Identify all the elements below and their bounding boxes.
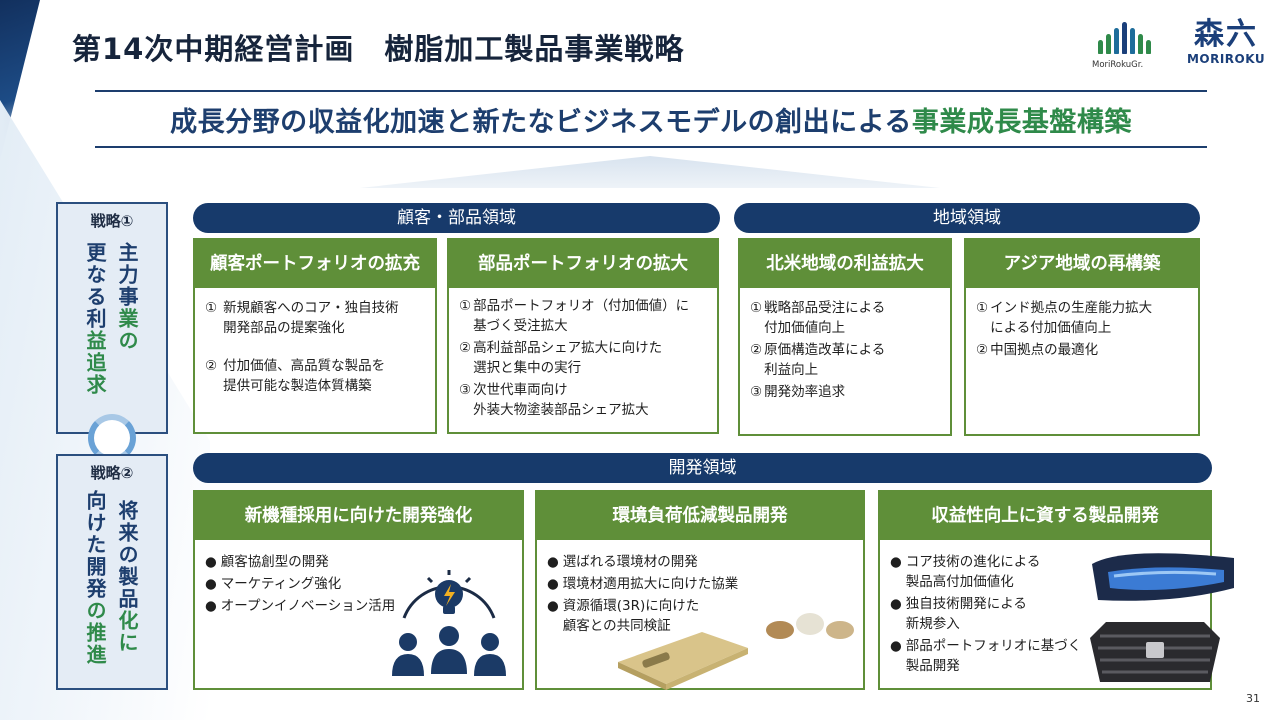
logo-group-text: MoriRokuGr. xyxy=(1092,60,1144,70)
dashboard-part-image xyxy=(1092,553,1234,601)
card-title: 北米地域の利益拡大 xyxy=(740,240,950,288)
morirokugr-logo: MoriRokuGr. xyxy=(1092,18,1160,72)
strategy-1-box: 戦略① 主力事業の 更なる利益追求 xyxy=(56,202,168,434)
card-title: 部品ポートフォリオの拡大 xyxy=(449,240,717,288)
logo-roman: MORIROKU xyxy=(1186,52,1266,66)
funnel-wedge xyxy=(360,156,940,188)
card-title: 収益性向上に資する製品開発 xyxy=(880,492,1210,540)
list-item: ●顧客協創型の開発 xyxy=(205,554,329,570)
moriroku-logo: 森六 MORIROKU xyxy=(1184,18,1268,74)
headline-accent: 事業成長基盤構築 xyxy=(911,107,1132,138)
card-title: 顧客ポートフォリオの拡充 xyxy=(195,240,435,288)
headline-rule-bottom xyxy=(95,146,1207,148)
card-title: 新機種採用に向けた開発強化 xyxy=(195,492,522,540)
team-idea-icon xyxy=(392,570,506,676)
strategy-2-col-right: 将来の製品化に xyxy=(115,500,139,654)
page-number: 31 xyxy=(1246,692,1260,705)
strategy-2-label: 戦略② xyxy=(90,464,134,482)
material-pellets-image xyxy=(766,613,854,639)
card-title: 環境負荷低減製品開発 xyxy=(537,492,863,540)
card-body: ●選ばれる環境材の開発 ●環境材適用拡大に向けた協業 ●資源循環(3R)に向けた… xyxy=(537,540,863,636)
headline: 成長分野の収益化加速と新たなビジネスモデルの創出による事業成長基盤構築 xyxy=(95,100,1207,139)
list-item: ●マーケティング強化 xyxy=(205,576,342,592)
logo-kanji: 森六 xyxy=(1194,17,1258,52)
headline-main: 成長分野の収益化加速と新たなビジネスモデルの創出による xyxy=(170,107,912,138)
strategy-2-box: 戦略② 将来の製品化に 向けた開発の推進 xyxy=(56,454,168,690)
list-item: ●オープンイノベーション活用 xyxy=(205,598,396,614)
list-item: ●選ばれる環境材の開発 xyxy=(547,554,698,570)
card-body: ●顧客協創型の開発 ●マーケティング強化 ●オープンイノベーション活用 xyxy=(195,540,522,616)
list-item: ●独自技術開発による 新規参入 xyxy=(890,596,1027,632)
strategy-1-col-left: 更なる利益追求 xyxy=(83,242,107,396)
front-grille-image xyxy=(1090,622,1220,682)
list-item: ●コア技術の進化による 製品高付加価値化 xyxy=(890,554,1041,590)
card-title: アジア地域の再構築 xyxy=(966,240,1198,288)
list-item: ●資源循環(3R)に向けた 顧客との共同検証 xyxy=(547,598,700,634)
headline-rule-top xyxy=(95,90,1207,92)
strategy-2-col-left: 向けた開発の推進 xyxy=(83,490,107,666)
strategy-1-col-right: 主力事業の xyxy=(115,242,139,352)
section-customer-parts: 顧客・部品領域 xyxy=(193,203,720,233)
card-body: ●コア技術の進化による 製品高付加価値化 ●独自技術開発による 新規参入 ●部品… xyxy=(880,540,1210,676)
list-item: ●部品ポートフォリオに基づく 製品開発 xyxy=(890,638,1082,674)
section-development: 開発領域 xyxy=(193,453,1212,483)
strategy-1-label: 戦略① xyxy=(90,212,134,230)
section-region: 地域領域 xyxy=(734,203,1200,233)
page-title: 第14次中期経営計画 樹脂加工製品事業戦略 xyxy=(72,32,685,66)
list-item: ●環境材適用拡大に向けた協業 xyxy=(547,576,739,592)
center-console-image xyxy=(618,632,748,690)
